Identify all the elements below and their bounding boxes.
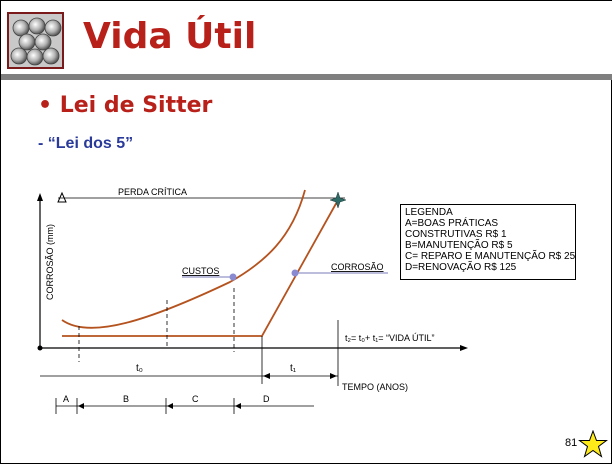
star-icon bbox=[578, 430, 608, 458]
bullet-heading: • Lei de Sitter bbox=[38, 93, 213, 118]
costs-label: CUSTOS bbox=[182, 266, 219, 276]
costs-marker bbox=[229, 273, 237, 281]
legend-line-a2: CONSTRUTIVAS R$ 1 bbox=[405, 229, 507, 240]
slide-title: Vida Útil bbox=[83, 16, 257, 57]
critical-loss-marker-icon bbox=[57, 191, 67, 203]
phase-d-arrow bbox=[235, 403, 241, 409]
phase-d-label: D bbox=[263, 394, 270, 404]
origin-dot bbox=[37, 345, 43, 351]
corrosion-marker bbox=[291, 269, 299, 277]
legend-line-b: B=MANUTENÇÃO R$ 5 bbox=[405, 240, 513, 251]
y-axis-arrow bbox=[37, 193, 43, 201]
legend-line-a1: A=BOAS PRÁTICAS bbox=[405, 218, 499, 229]
phase-c-label: C bbox=[192, 394, 199, 404]
critical-point-star-icon bbox=[329, 191, 347, 209]
title-bar bbox=[1, 1, 612, 75]
page-number: 81 bbox=[565, 437, 578, 449]
y-axis-label: CORROSÃO (mm) bbox=[45, 224, 55, 300]
phase-c-arrow bbox=[167, 403, 173, 409]
t0-label: t₀ bbox=[136, 363, 143, 374]
legend-line-d: D=RENOVAÇÃO R$ 125 bbox=[405, 262, 517, 273]
legend-title: LEGENDA bbox=[405, 207, 453, 218]
cost-curve bbox=[61, 189, 306, 329]
x-axis-arrow bbox=[460, 345, 468, 351]
phase-b-arrow bbox=[78, 403, 84, 409]
subheading: - “Lei dos 5” bbox=[38, 135, 134, 152]
legend-box: LEGENDA A=BOAS PRÁTICAS CONSTRUTIVAS R$ … bbox=[400, 204, 576, 280]
phase-b-label: B bbox=[123, 394, 129, 404]
title-divider bbox=[1, 74, 612, 80]
corrosion-label: CORROSÃO bbox=[331, 262, 384, 272]
x-axis-label: TEMPO (ANOS) bbox=[342, 382, 408, 392]
t0-arrow bbox=[263, 373, 270, 379]
steel-bars-logo-icon bbox=[7, 12, 64, 69]
useful-life-formula: t₂= t₀+ t₁= “VIDA ÚTIL” bbox=[345, 333, 435, 343]
critical-loss-label: PERDA CRÍTICA bbox=[118, 187, 187, 197]
phase-a-label: A bbox=[63, 394, 69, 404]
legend-line-c: C= REPARO E MANUTENÇÃO R$ 25 bbox=[405, 251, 576, 262]
t1-label: t₁ bbox=[290, 363, 297, 374]
t1-arrow bbox=[330, 373, 337, 379]
